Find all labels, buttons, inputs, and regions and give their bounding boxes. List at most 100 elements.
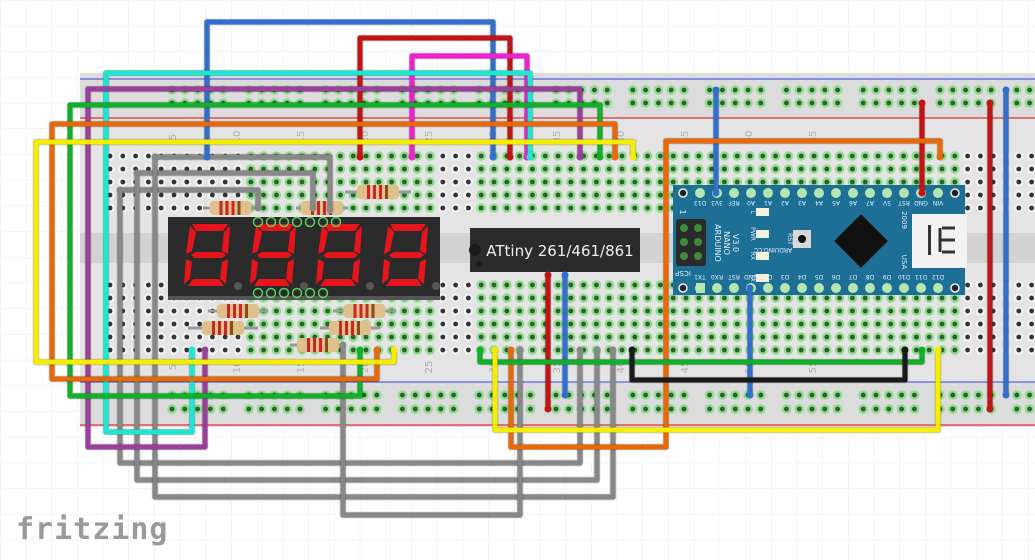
hole-center <box>862 179 868 185</box>
hole-center <box>466 179 471 185</box>
wire[interactable] <box>134 173 600 483</box>
hole-center <box>645 282 650 288</box>
hole-center <box>517 308 522 314</box>
wire-end <box>596 153 604 161</box>
wire[interactable] <box>120 187 261 208</box>
hole-center <box>466 347 471 353</box>
hole-center <box>169 406 175 412</box>
resistor-band <box>359 304 363 318</box>
wire[interactable] <box>33 139 636 365</box>
hole-center <box>798 321 804 327</box>
wire[interactable] <box>117 190 583 466</box>
hole-center <box>440 295 446 301</box>
hole-center <box>811 166 817 172</box>
arduino-nano[interactable]: D13TX13V3RX0REFRSTA0GNDA1D2A2D3A3D4A4D5A… <box>673 185 967 295</box>
mount-hole <box>678 283 688 293</box>
hole-center <box>926 295 932 301</box>
hole-center <box>914 179 919 185</box>
hole-center <box>709 179 714 185</box>
column-label: 25 <box>424 361 435 374</box>
hole-center <box>210 347 215 353</box>
usb-detail <box>938 226 955 254</box>
resistor-band <box>307 338 310 352</box>
wire[interactable] <box>155 154 333 210</box>
wire[interactable] <box>137 170 316 208</box>
arduino-bottom-pin-label: D5 <box>815 273 824 280</box>
hole-center <box>402 153 407 159</box>
hole-center <box>235 192 241 198</box>
hole-center <box>732 392 738 398</box>
hole-center <box>606 321 612 327</box>
hole-center <box>798 295 804 301</box>
hole-center <box>645 334 650 340</box>
hole-center <box>248 179 254 185</box>
hole-center <box>619 295 625 301</box>
hole-center <box>850 347 855 353</box>
wire[interactable] <box>67 102 603 399</box>
hole-center <box>146 282 151 288</box>
hole-center <box>606 295 612 301</box>
hole-center <box>453 192 458 198</box>
hole-center <box>978 282 983 288</box>
resistor-band <box>385 185 388 199</box>
display-pin <box>265 216 277 228</box>
hole-center <box>888 308 894 314</box>
hole-center <box>643 100 648 106</box>
hole-center <box>453 153 458 159</box>
hole-center <box>619 205 625 211</box>
wire[interactable] <box>152 157 616 500</box>
hole-center <box>120 153 126 159</box>
hole-center <box>286 308 292 314</box>
wire[interactable] <box>629 350 908 383</box>
hole-center <box>645 153 650 159</box>
hole-center <box>668 406 674 412</box>
hole-center <box>914 347 919 353</box>
resistor-band <box>379 185 382 199</box>
segment <box>382 259 390 284</box>
resistor-band <box>233 304 236 318</box>
hole-center <box>594 282 599 288</box>
hole-center <box>427 179 433 185</box>
segment <box>354 226 362 254</box>
wire[interactable] <box>477 350 925 365</box>
hole-center <box>978 153 983 159</box>
hole-center <box>707 100 712 106</box>
hole-center <box>107 205 113 211</box>
display-shadow <box>168 296 440 300</box>
hole-center <box>709 153 714 159</box>
display-pin <box>252 216 264 228</box>
hole-center <box>184 179 190 185</box>
segment <box>324 224 360 231</box>
segment <box>323 252 358 258</box>
hole-center <box>696 153 702 159</box>
hole-center <box>758 392 764 398</box>
hole-center <box>107 179 113 185</box>
hole-center <box>248 192 254 198</box>
wire-end <box>576 153 584 161</box>
resistor-band <box>339 321 342 335</box>
hole-center <box>670 308 676 314</box>
hole-center <box>914 308 919 314</box>
hole-center <box>402 308 407 314</box>
hole-center <box>709 308 714 314</box>
hole-center <box>517 153 522 159</box>
wires[interactable] <box>32 18 1010 519</box>
wire[interactable] <box>49 121 618 382</box>
hole-center <box>414 179 420 185</box>
hole-center <box>734 321 740 327</box>
wire[interactable] <box>85 86 583 450</box>
hole-center <box>784 392 789 398</box>
seven-segment-display[interactable] <box>168 216 440 300</box>
hole-center <box>760 166 766 172</box>
hole-center <box>773 347 778 353</box>
wire-end <box>309 204 317 212</box>
attiny-chip[interactable]: ATtiny 261/461/861 <box>469 228 640 272</box>
hole-center <box>414 166 420 172</box>
hole-center <box>400 406 405 412</box>
hole-center <box>696 179 702 185</box>
hole-center <box>107 295 113 301</box>
arduino-pin <box>848 188 858 198</box>
wire[interactable] <box>357 35 513 157</box>
wire[interactable] <box>492 350 941 433</box>
